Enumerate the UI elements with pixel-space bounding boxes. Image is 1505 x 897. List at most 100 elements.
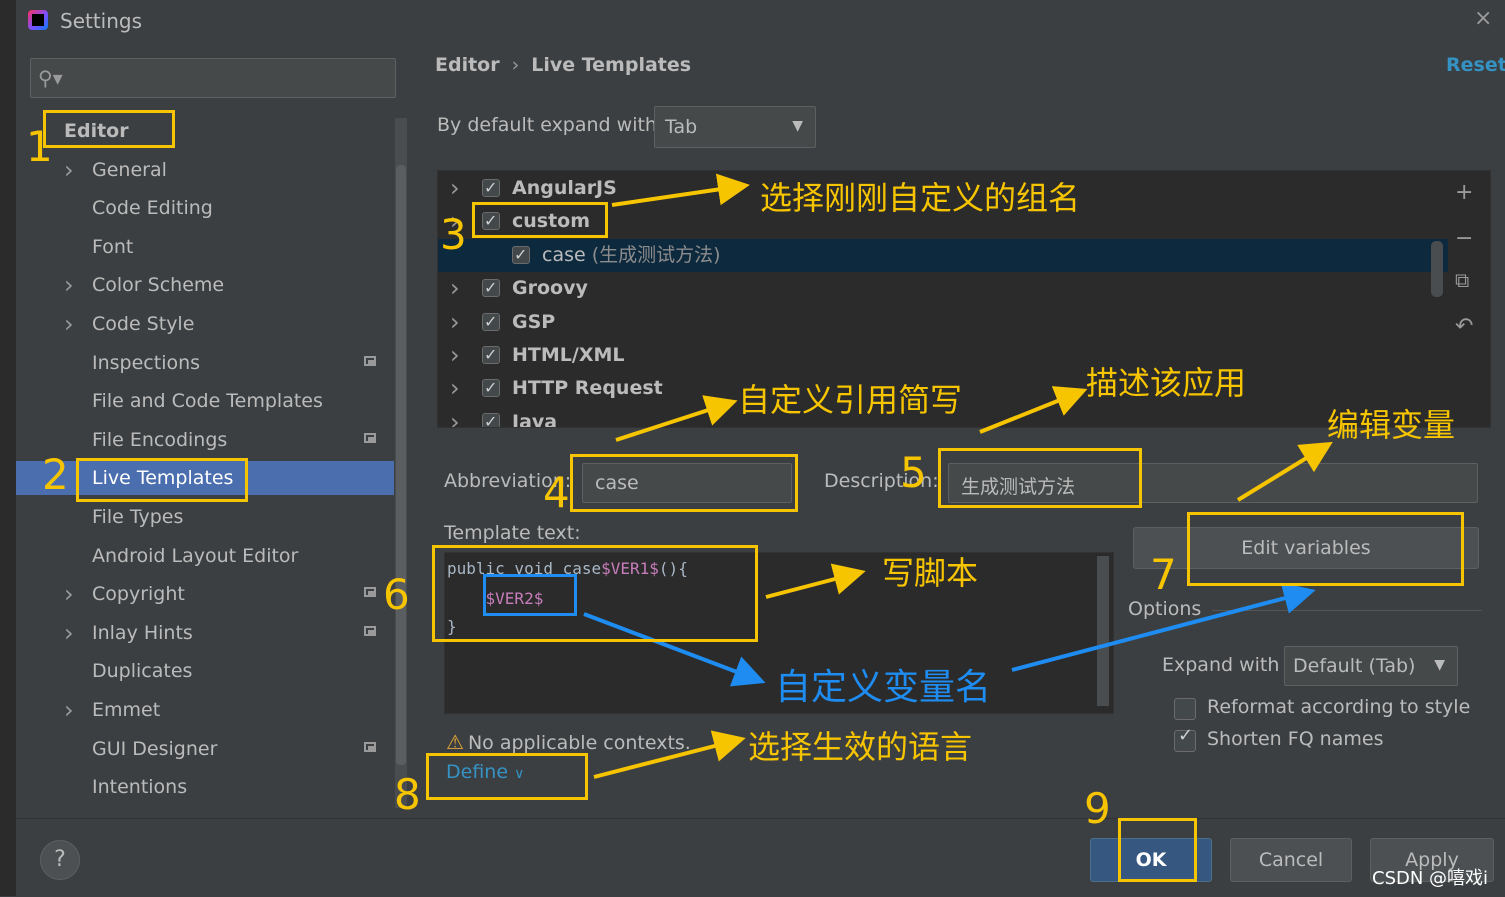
template-group-row[interactable]: ›Java [438, 405, 1448, 428]
description-input[interactable]: 生成测试方法 [948, 463, 1478, 503]
sidebar-item-label: Intentions [92, 776, 188, 799]
sidebar-item[interactable]: ›Inlay Hints [16, 616, 394, 650]
arrow-script [765, 563, 866, 599]
chevron-right-icon[interactable]: › [64, 618, 74, 647]
template-row[interactable]: case(生成测试方法) [438, 238, 1448, 272]
close-icon[interactable]: × [1474, 6, 1493, 31]
breadcrumb-parent[interactable]: Editor [435, 54, 500, 76]
background-window-strip [0, 0, 16, 896]
edit-variables-button[interactable]: Edit variables [1133, 527, 1479, 569]
sidebar-item[interactable]: GUI Designer [16, 732, 394, 766]
template-name: Groovy [512, 272, 588, 305]
sidebar-item[interactable]: › Color Scheme [16, 268, 394, 302]
sidebar-item[interactable]: Intentions [16, 770, 394, 804]
sidebar-item[interactable]: File Encodings [16, 423, 394, 457]
abbreviation-label: Abbreviation: [444, 470, 572, 492]
arrow-var-to-edit [1011, 582, 1316, 672]
reformat-checkbox-row[interactable]: Reformat according to style [1174, 696, 1474, 722]
step-number-7: 7 [1150, 550, 1177, 599]
ok-button[interactable]: OK [1090, 838, 1212, 882]
template-group-row[interactable]: ›HTTP Request [438, 371, 1448, 405]
highlight-custom-group [472, 202, 608, 238]
chevron-right-icon[interactable]: › [64, 155, 74, 184]
add-icon[interactable]: + [1455, 180, 1474, 205]
reset-link[interactable]: Reset [1446, 54, 1505, 76]
sidebar-item[interactable]: › Copyright [16, 577, 394, 611]
template-group-row[interactable]: › HTML/XML [438, 338, 1448, 372]
expand-with-combo[interactable]: Tab ▼ [654, 106, 816, 148]
sidebar-scrollbar-thumb[interactable] [396, 165, 406, 765]
sidebar-item[interactable]: ›Emmet [16, 693, 394, 727]
title-bar [0, 0, 1505, 42]
template-checkbox[interactable] [482, 271, 500, 304]
sidebar-item[interactable]: ›General [16, 153, 394, 187]
sidebar-item-label: File Types [92, 506, 184, 528]
breadcrumb-current: Live Templates [531, 54, 692, 76]
intellij-app-icon [28, 10, 48, 30]
chevron-right-icon[interactable]: › [450, 207, 460, 236]
code-line-1-suffix: (){ [658, 559, 688, 578]
sidebar-item[interactable]: ›Code Style [16, 307, 394, 341]
sidebar-item[interactable]: File Types [16, 500, 394, 534]
define-link[interactable]: Define ∨ [446, 761, 524, 783]
template-checkbox[interactable] [482, 204, 500, 237]
template-checkbox[interactable] [482, 305, 500, 338]
chevron-right-icon[interactable]: › [64, 580, 74, 609]
sidebar-item[interactable]: Inspections [16, 346, 394, 380]
sidebar-item-label: Color Scheme [92, 274, 225, 297]
sidebar-item[interactable]: Duplicates [16, 654, 394, 688]
template-checkbox[interactable] [482, 405, 500, 427]
sidebar-item[interactable]: Code Editing [16, 191, 394, 225]
sidebar-item[interactable]: Android Layout Editor [16, 539, 394, 573]
abbreviation-input[interactable]: case [582, 463, 792, 503]
shorten-fq-checkbox[interactable] [1174, 725, 1196, 752]
expand-with-option-combo[interactable]: Default (Tab) ▼ [1284, 646, 1458, 686]
templates-tree: ›AngularJS›customcase(生成测试方法)›Groovy›GSP… [437, 170, 1491, 428]
sidebar-item-label: Android Layout Editor [92, 544, 299, 567]
chevron-down-icon: ▼ [1434, 657, 1445, 673]
apply-button[interactable]: Apply [1370, 838, 1494, 882]
chevron-right-icon[interactable]: › [450, 307, 460, 336]
sidebar-item[interactable]: Editor [16, 114, 394, 148]
template-group-row[interactable]: ›custom [438, 204, 1448, 238]
chevron-right-icon[interactable]: › [450, 341, 460, 369]
step-number-6: 6 [383, 570, 410, 619]
template-checkbox[interactable] [482, 171, 500, 204]
chevron-right-icon[interactable]: › [450, 274, 460, 303]
template-group-row[interactable]: ›GSP [438, 305, 1448, 339]
code-line-1-prefix: public void case [447, 559, 602, 578]
expand-with-label: By default expand with [437, 114, 657, 136]
templates-scrollbar-thumb[interactable] [1431, 241, 1443, 297]
template-group-row[interactable]: ›AngularJS [438, 171, 1448, 205]
csdn-watermark: CSDN @嘻戏i [1372, 868, 1489, 889]
restore-icon[interactable]: ↶ [1455, 314, 1474, 339]
chevron-right-icon[interactable]: › [450, 374, 460, 403]
reformat-checkbox[interactable] [1174, 698, 1196, 720]
template-checkbox[interactable] [482, 371, 500, 404]
sidebar-item[interactable]: Font [16, 230, 394, 264]
shorten-fq-checkbox-row[interactable]: Shorten FQ names [1174, 725, 1474, 754]
remove-icon[interactable]: − [1455, 226, 1474, 251]
chevron-right-icon[interactable]: › [64, 271, 74, 300]
sidebar-item-label: Copyright [92, 583, 185, 606]
chevron-right-icon[interactable]: › [450, 407, 460, 428]
chevron-right-icon[interactable]: › [64, 310, 74, 338]
template-checkbox[interactable] [482, 338, 500, 371]
sidebar-item[interactable]: File and Code Templates [16, 384, 394, 418]
highlight-live-templates [76, 458, 248, 502]
chevron-right-icon[interactable]: › [450, 174, 460, 202]
template-checkbox[interactable] [512, 238, 530, 271]
define-label: Define [446, 761, 509, 783]
code-variable: $VER1$ [601, 559, 659, 578]
chevron-right-icon[interactable]: › [64, 696, 74, 724]
template-group-row[interactable]: › Groovy [438, 271, 1448, 305]
help-button[interactable]: ? [40, 840, 80, 880]
search-input[interactable] [30, 58, 396, 98]
cancel-button[interactable]: Cancel [1230, 838, 1352, 882]
step-number-5: 5 [900, 448, 927, 497]
template-name-text: HTML/XML [512, 344, 625, 366]
template-text-editor[interactable]: public void case$VER1$(){ $VER2$ } [444, 552, 1114, 714]
copy-icon[interactable]: ⧉ [1455, 268, 1470, 292]
code-scrollbar[interactable] [1097, 556, 1109, 706]
sidebar-item[interactable]: Live Templates [16, 461, 394, 496]
